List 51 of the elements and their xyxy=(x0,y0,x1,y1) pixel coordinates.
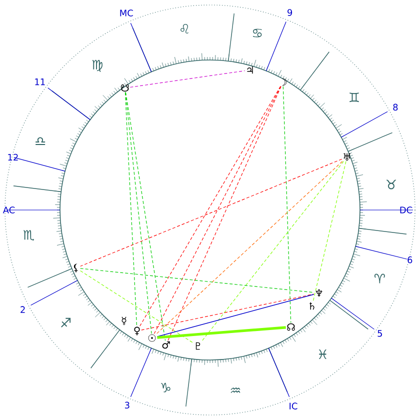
aspect-line xyxy=(141,294,314,330)
planet-symbol: ☿ xyxy=(122,316,126,326)
house-number: 11 xyxy=(35,78,45,86)
zodiac-sign: ♑ xyxy=(161,382,170,392)
planet-symbol: ♆ xyxy=(316,289,322,297)
house-number: DC xyxy=(400,206,412,214)
aspect-line xyxy=(80,268,314,293)
aspect-line xyxy=(157,326,286,339)
aspect-line xyxy=(156,161,343,334)
zodiac-sign: ♎ xyxy=(36,137,46,146)
house-number: 5 xyxy=(378,330,382,337)
zodiac-sign: ♉ xyxy=(386,180,396,190)
aspect-line xyxy=(80,158,342,267)
zodiac-sign: ♐ xyxy=(61,318,71,328)
planet-symbol: ☉ xyxy=(148,334,156,342)
house-number: MC xyxy=(120,10,133,16)
zodiac-sign: ♌ xyxy=(180,24,189,34)
aspect-line xyxy=(130,70,246,88)
aspect-line xyxy=(125,92,166,341)
house-number: 8 xyxy=(393,104,398,111)
house-number: 12 xyxy=(8,154,18,161)
house-number: 3 xyxy=(125,402,130,409)
planet-symbol: ☋ xyxy=(121,84,129,92)
aspect-line xyxy=(312,161,346,302)
planet-symbol: ♇ xyxy=(196,342,200,350)
planet-symbol: ♃ xyxy=(247,66,253,74)
aspect-line xyxy=(282,86,292,323)
house-number: 6 xyxy=(408,256,412,264)
zodiac-sign: ♊ xyxy=(350,92,359,102)
aspect-line xyxy=(125,92,152,334)
planet-symbol: ♂ xyxy=(162,341,170,349)
planet-symbol: ☽ xyxy=(282,78,287,86)
aspect-line xyxy=(156,294,314,337)
aspect-line xyxy=(80,270,194,343)
house-number: 2 xyxy=(20,306,25,313)
aspect-line xyxy=(124,92,138,326)
zodiac-sign: ♋ xyxy=(253,28,262,38)
zodiac-sign: ♏ xyxy=(23,230,34,241)
planet-symbol: ⚸ xyxy=(74,264,78,272)
planet-symbol: ♅ xyxy=(344,153,350,161)
planet-symbol: ☊ xyxy=(287,323,295,331)
aspect-line xyxy=(201,161,344,342)
house-number: AC xyxy=(2,206,15,214)
house-number: 9 xyxy=(288,9,292,16)
house-number: IC xyxy=(290,402,298,410)
planet-symbol: ♀ xyxy=(134,326,140,336)
zodiac-sign: ♍ xyxy=(92,60,102,72)
planet-symbol: ♄ xyxy=(310,302,314,310)
zodiac-sign: ♓ xyxy=(318,349,326,359)
zodiac-sign: ♒ xyxy=(230,387,240,393)
zodiac-sign: ♈ xyxy=(374,274,385,284)
